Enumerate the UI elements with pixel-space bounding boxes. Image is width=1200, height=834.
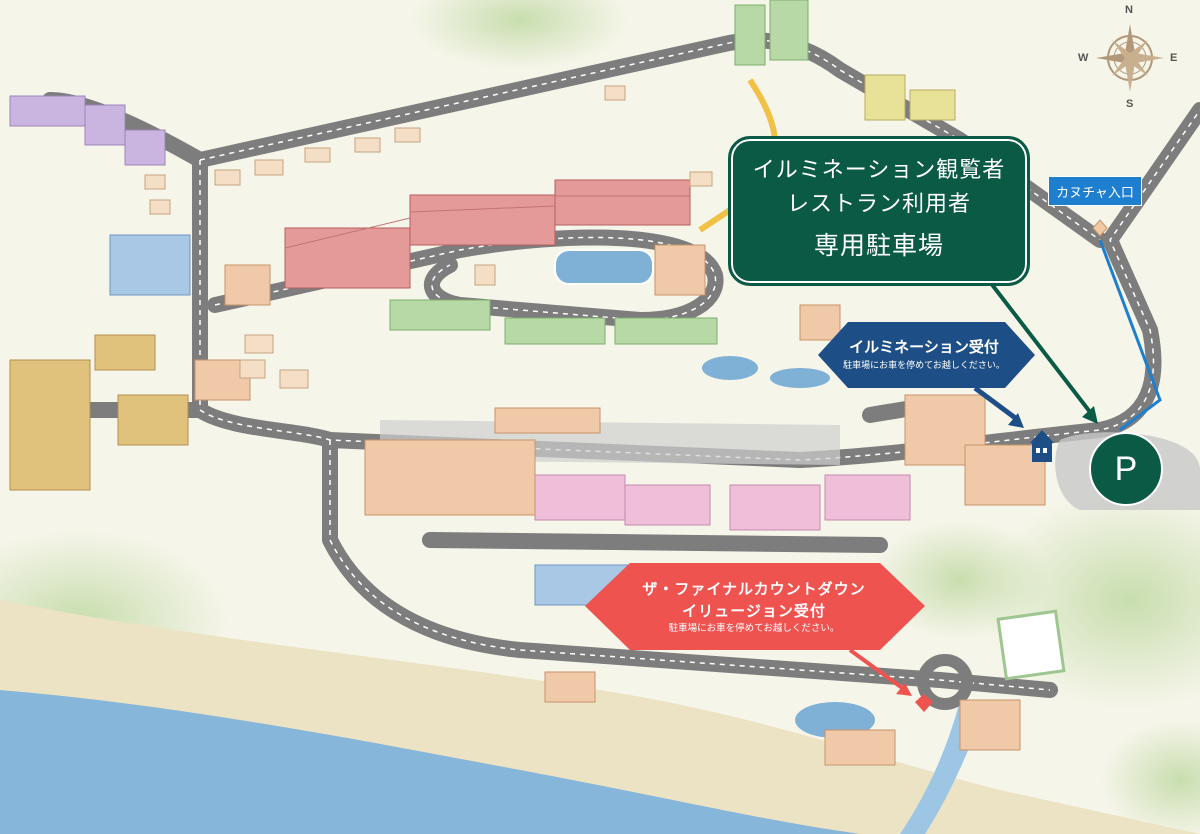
- illumination-reception-sign: [818, 322, 1035, 388]
- compass-west-label: W: [1078, 52, 1089, 64]
- building-roof-lines: [284, 195, 690, 249]
- countdown-reception-line1: ザ・ファイナルカウントダウン: [642, 580, 866, 598]
- parking-callout-line3: 専用駐車場: [813, 231, 944, 260]
- tennis-court: [996, 609, 1066, 681]
- illumination-arrow: [973, 385, 1020, 423]
- compass-north-label: N: [1125, 4, 1133, 16]
- parking-symbol: P: [1114, 449, 1138, 488]
- countdown-arrow-head: [896, 683, 912, 696]
- countdown-reception-text: ザ・ファイナルカウントダウン イリュージョン受付 駐車場にお車を停めてお越しくだ…: [600, 578, 908, 644]
- parking-callout: イルミネーション観覧者 レストラン利用者 専用駐車場: [728, 136, 1030, 286]
- blue-buildings: [109, 234, 631, 606]
- illumination-reception-note: 駐車場にお車を停めてお越しください。: [843, 361, 1005, 371]
- illumination-arrow-head: [1008, 413, 1024, 428]
- hotel-buildings-red: [284, 179, 691, 289]
- pool: [554, 249, 654, 285]
- parking-icon: [1089, 432, 1163, 506]
- reception-house-icon: [1030, 430, 1054, 462]
- parking-arrow: [988, 280, 1092, 414]
- parking-callout-line1: イルミネーション観覧者: [752, 158, 1006, 183]
- orange-buildings: [194, 244, 1046, 766]
- pink-buildings: [534, 474, 911, 531]
- cottages: [144, 85, 713, 389]
- pond: [770, 368, 830, 388]
- countdown-reception-line2: イリュージョン受付: [682, 602, 826, 620]
- countdown-marker-icon: [915, 694, 933, 712]
- parking-callout-line2: レストラン利用者: [786, 192, 971, 217]
- yellow-buildings: [864, 74, 956, 121]
- illumination-reception-title: イルミネーション受付: [849, 338, 999, 356]
- parking-arrow-head: [1082, 406, 1098, 424]
- sea: [0, 690, 860, 834]
- compass-east-label: E: [1170, 52, 1178, 64]
- entrance-marker-icon: [1092, 219, 1108, 237]
- blue-walkway: [1098, 239, 1162, 432]
- purple-buildings: [9, 95, 166, 166]
- illumination-reception-text: イルミネーション受付 駐車場にお車を停めてお越しください。: [826, 334, 1022, 384]
- tan-buildings: [9, 334, 189, 491]
- countdown-reception-note: 駐車場にお車を停めてお越しください。: [668, 623, 840, 634]
- compass-rose-icon: [1096, 24, 1164, 92]
- countdown-arrow: [848, 648, 907, 692]
- roundabout: [917, 654, 973, 710]
- compass-south-label: S: [1126, 98, 1134, 110]
- countdown-reception-sign: [585, 563, 925, 650]
- entrance-label: カヌチャ入口: [1048, 176, 1142, 206]
- pond: [795, 702, 875, 738]
- pond: [702, 356, 758, 380]
- green-buildings: [389, 0, 809, 345]
